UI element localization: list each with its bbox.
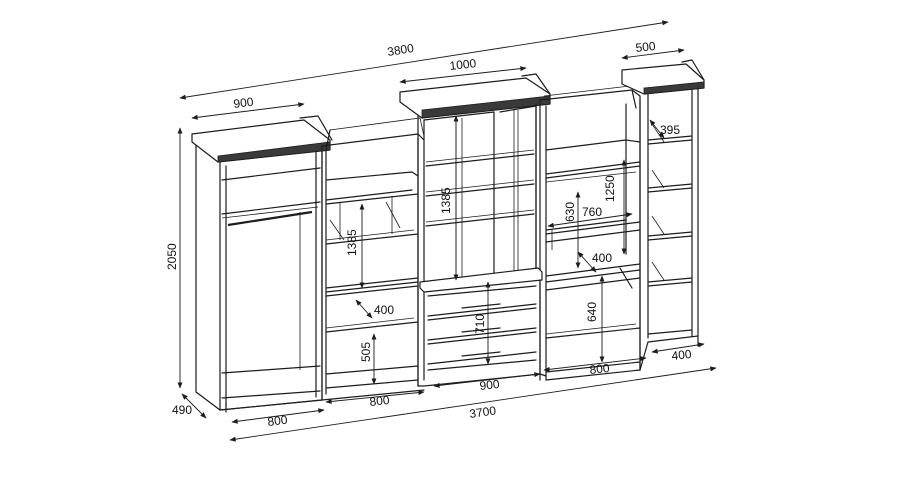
dim-right-shelf-width: 800	[589, 361, 611, 377]
wardrobe-section	[195, 139, 323, 413]
dimension-lines	[177, 20, 717, 442]
dim-left-shelf-width: 800	[369, 393, 391, 409]
dim-depth: 490	[172, 403, 192, 417]
dim-center-upper-height: 1385	[439, 187, 453, 214]
dim-narrow-width-base: 400	[671, 347, 693, 363]
wardrobe-crown	[191, 115, 333, 163]
dim-center-width-top: 1000	[449, 56, 477, 73]
dim-left-niche-height: 1385	[345, 229, 359, 256]
dim-right-niche-height: 630	[563, 202, 577, 222]
left-shelf-unit	[321, 117, 425, 401]
dim-narrow-shelf-depth: 395	[660, 123, 680, 137]
dim-right-shelf-depth: 400	[592, 251, 612, 265]
right-shelf-unit	[539, 85, 641, 381]
center-crown	[399, 73, 551, 119]
hanging-rod	[227, 210, 313, 227]
dim-right-niche-width: 760	[582, 205, 602, 219]
dim-height: 2050	[165, 243, 179, 270]
dim-center-lower-height: 710	[473, 314, 487, 334]
dim-wardrobe-width: 900	[233, 95, 255, 111]
dim-center-width-base: 900	[479, 377, 501, 393]
narrow-crown	[621, 59, 705, 95]
dim-left-lower-height: 505	[359, 342, 373, 362]
dim-right-upper-height: 1250	[603, 175, 617, 202]
dim-left-shelf-depth: 400	[374, 303, 394, 317]
narrow-shelf-unit	[621, 59, 705, 371]
wardrobe-front	[219, 145, 323, 411]
wardrobe-side-panel	[195, 139, 221, 411]
dim-narrow-width-top: 500	[635, 39, 657, 55]
dim-total-width-top: 3800	[386, 41, 415, 59]
dim-total-width-bottom: 3700	[468, 403, 497, 421]
center-unit	[399, 73, 551, 387]
dim-wardrobe-base-width: 800	[267, 413, 289, 429]
dimension-labels: 3800 900 1000 500 2050 490 800 800 900 8…	[165, 39, 693, 429]
dim-right-lower-height: 640	[585, 302, 599, 322]
